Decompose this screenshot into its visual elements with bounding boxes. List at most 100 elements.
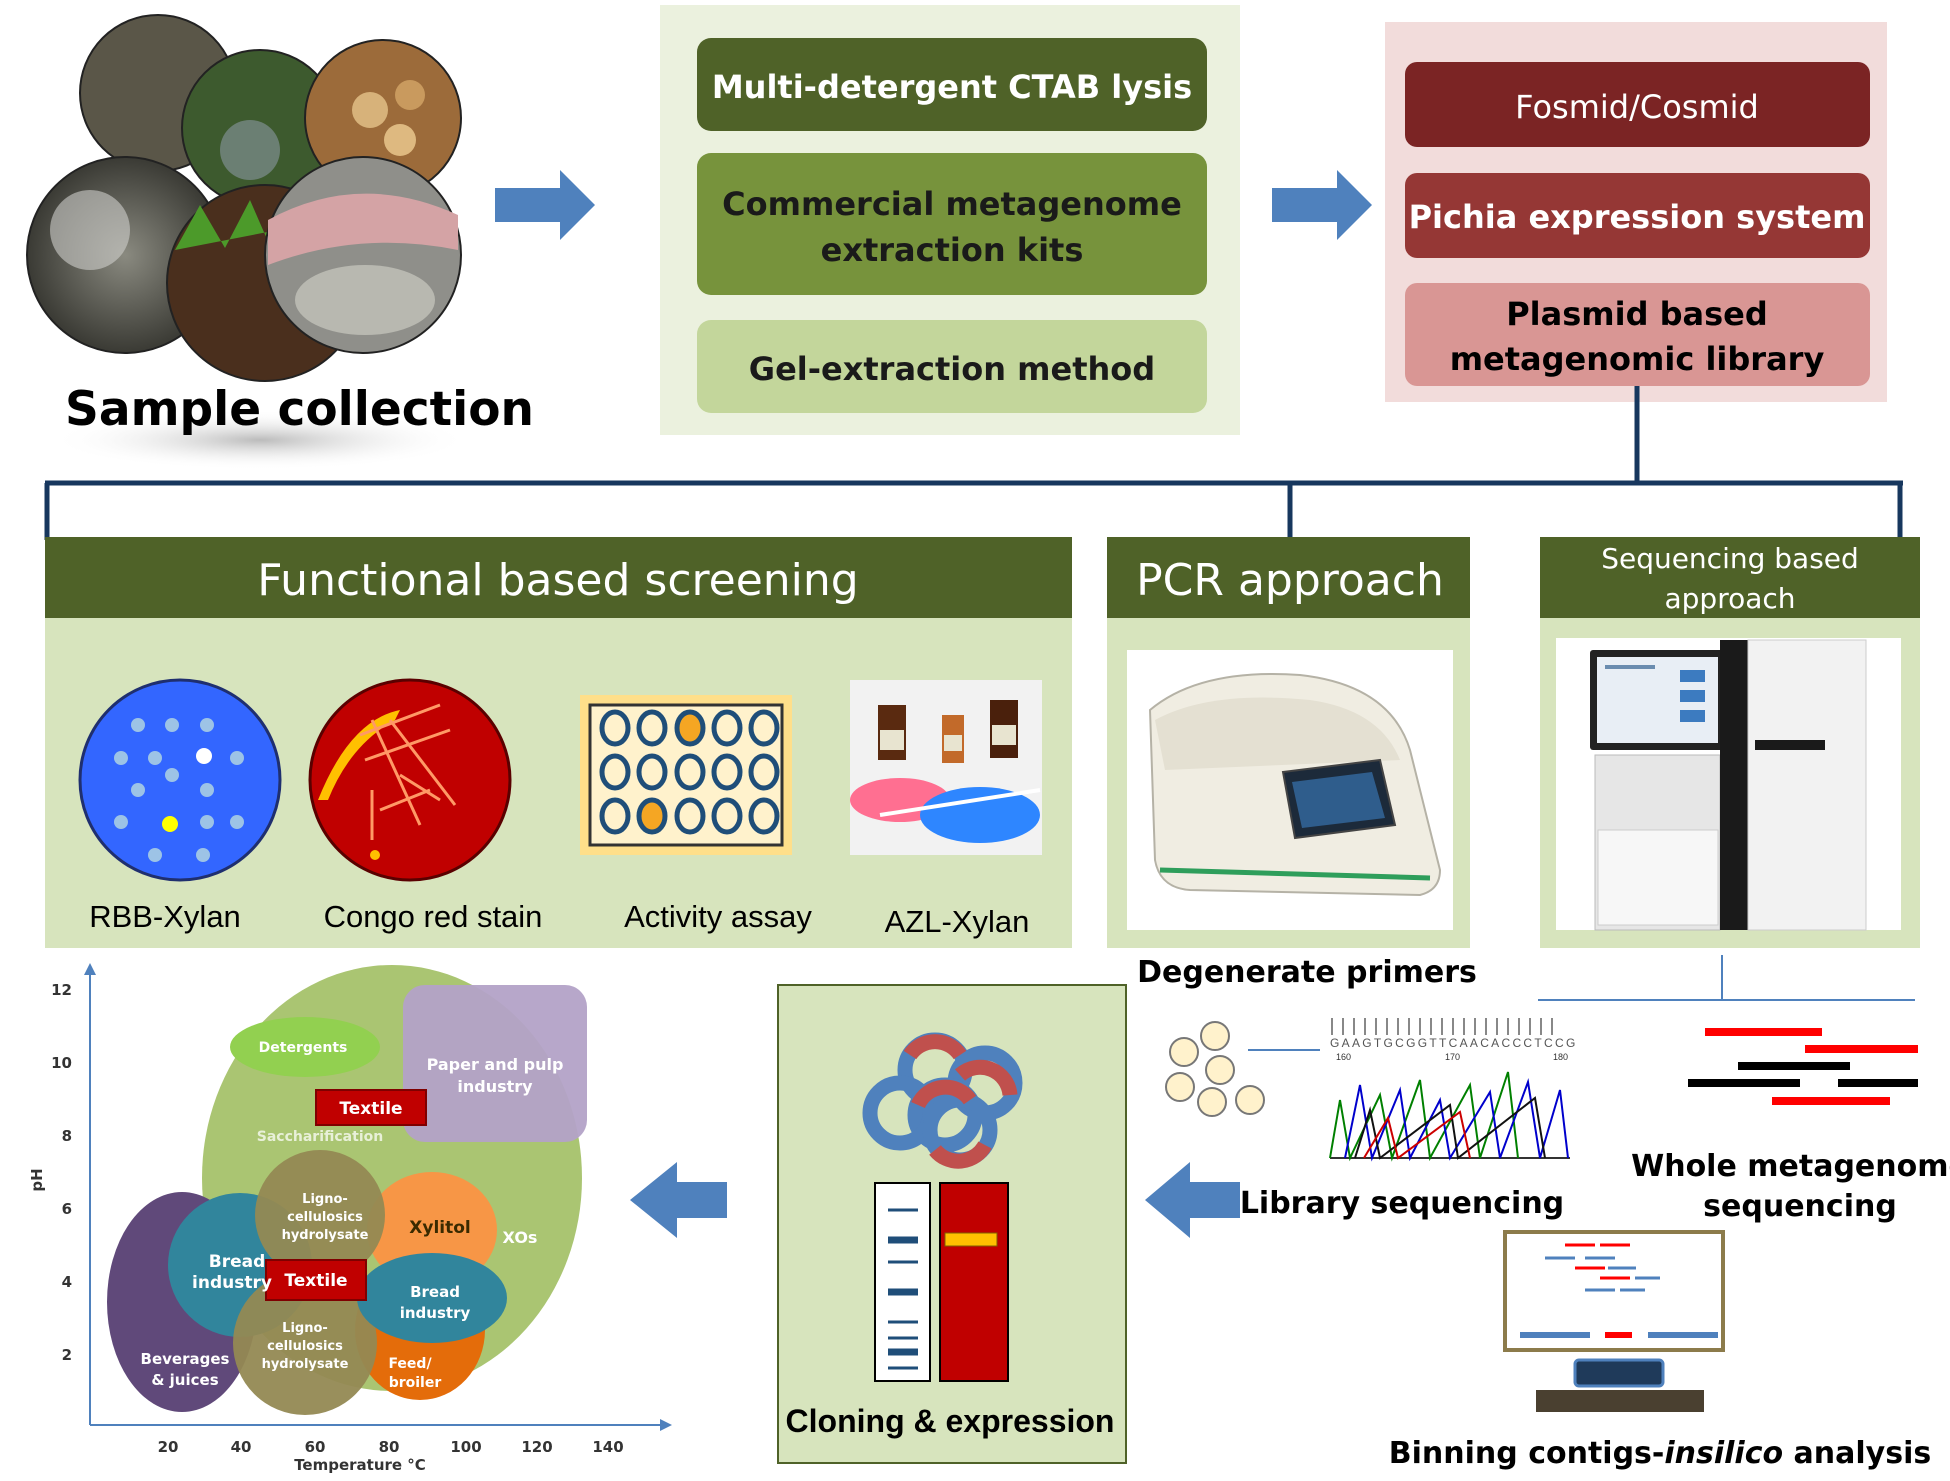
ligno-bubble-top <box>255 1150 385 1280</box>
library-plasmid <box>1405 283 1870 386</box>
xos-label: XOs <box>503 1228 538 1247</box>
pcr-title: PCR approach <box>1136 555 1444 606</box>
textile-badge-bottom <box>265 1259 367 1301</box>
activity-assay-plate <box>580 695 792 855</box>
method-gel-extraction-label: Gel-extraction method <box>749 350 1155 388</box>
x-tick-60: 60 <box>305 1438 326 1456</box>
y-tick-12: 12 <box>51 981 72 999</box>
y-axis-label: pH <box>28 1168 46 1191</box>
y-tick-2: 2 <box>62 1346 72 1364</box>
y-tick-4: 4 <box>62 1273 72 1291</box>
pcr-panel: PCR approach <box>1107 537 1470 948</box>
gel-image <box>874 1182 1009 1382</box>
ligno-top-label-line2: cellulosics <box>287 1210 363 1225</box>
extraction-panel: Multi-detergent CTAB lysis Commercial me… <box>660 5 1240 435</box>
sequencing-header <box>1540 537 1920 618</box>
y-ticks: 2 4 6 8 10 12 <box>51 981 72 1364</box>
library-fosmid-cosmid <box>1405 62 1870 147</box>
method-ctab-lysis <box>697 38 1207 131</box>
beverages-label-line2: & juices <box>151 1371 218 1389</box>
x-tick-40: 40 <box>231 1438 252 1456</box>
flow-arrow-1 <box>495 170 595 240</box>
thermocycler-image <box>1148 673 1442 897</box>
bread-right-label-line1: Bread <box>410 1283 460 1301</box>
x-tick-140: 140 <box>592 1438 623 1456</box>
textile-label-bottom: Textile <box>284 1271 347 1291</box>
detergents-bubble <box>230 1017 380 1077</box>
library-pichia <box>1405 173 1870 258</box>
ligno-top-label-line3: hydrolysate <box>282 1228 369 1243</box>
whole-metagenome-label-line2: sequencing <box>1703 1189 1897 1224</box>
library-colonies <box>1165 1021 1265 1117</box>
sample-collection: Sample collection <box>26 14 534 470</box>
functional-screening-header <box>45 537 1072 618</box>
congo-red-plate <box>308 678 512 882</box>
library-panel: Fosmid/Cosmid Pichia expression system P… <box>1385 22 1887 402</box>
chromatogram-tick-160: 160 <box>1336 1052 1351 1062</box>
y-tick-10: 10 <box>51 1054 72 1072</box>
binning-label: Binning contigs-insilico analysis <box>1389 1436 1931 1471</box>
binning-computer <box>1503 1230 1725 1412</box>
method-gel-extraction <box>697 320 1207 413</box>
method-commercial-kits-label-line1: Commercial metagenome <box>722 185 1182 223</box>
flow-arrow-3 <box>1145 1162 1240 1238</box>
binning-label-italic: insilico <box>1664 1436 1783 1471</box>
xylitol-label: Xylitol <box>409 1218 470 1238</box>
library-plasmid-label-line1: Plasmid based <box>1506 295 1768 333</box>
bread-left-label-line2: industry <box>192 1273 272 1293</box>
y-tick-8: 8 <box>62 1127 72 1145</box>
chromatogram-sequence: GAAGTGCGGTTCAACACCCTCCG <box>1330 1036 1578 1050</box>
functional-screening-title: Functional based screening <box>257 555 858 606</box>
x-tick-80: 80 <box>379 1438 400 1456</box>
cloning-panel: Cloning & expression <box>777 984 1127 1464</box>
library-sequencing-label: Library sequencing <box>1240 1186 1564 1221</box>
paper-pulp-label-line1: Paper and pulp <box>427 1055 564 1074</box>
sequencing-branch-lines <box>1248 955 1915 1051</box>
detergents-label: Detergents <box>259 1040 348 1056</box>
flow-arrow-2 <box>1272 170 1372 240</box>
congo-red-label: Congo red stain <box>324 899 543 934</box>
feed-label-line1: Feed/ <box>388 1356 432 1372</box>
branch-connector <box>44 386 1903 540</box>
x-tick-100: 100 <box>450 1438 481 1456</box>
y-tick-6: 6 <box>62 1200 72 1218</box>
functional-screening-panel: Functional based screening RBB-Xylan <box>45 537 1072 948</box>
bread-right-label-line2: industry <box>400 1304 471 1322</box>
cloning-expression-label: Cloning & expression <box>786 1403 1115 1439</box>
plasmid-rings <box>862 1032 1023 1169</box>
flow-arrow-4 <box>630 1162 727 1238</box>
ligno-bubble-bottom <box>233 1271 377 1415</box>
x-tick-120: 120 <box>521 1438 552 1456</box>
library-plasmid-label-line2: metagenomic library <box>1450 340 1825 378</box>
paper-pulp-bubble <box>403 985 587 1142</box>
textile-badge-top <box>315 1089 427 1126</box>
binning-label-suffix: analysis <box>1783 1436 1931 1471</box>
chromatogram: GAAGTGCGGTTCAACACCCTCCG 160 170 180 <box>1329 1018 1578 1162</box>
textile-label-top: Textile <box>339 1099 402 1119</box>
feed-label-line2: broiler <box>389 1375 442 1391</box>
x-axis-label: Temperature °C <box>294 1456 426 1474</box>
ligno-bottom-label-line2: cellulosics <box>267 1339 343 1354</box>
method-commercial-kits-label-line2: extraction kits <box>821 231 1084 269</box>
library-pichia-label: Pichia expression system <box>1409 198 1866 236</box>
beverages-label-line1: Beverages <box>141 1350 230 1368</box>
binning-label-prefix: Binning contigs- <box>1389 1436 1665 1471</box>
bread-left-label-line1: Bread <box>209 1252 266 1272</box>
activity-assay-label: Activity assay <box>624 899 812 934</box>
whole-metagenome-label-line1: Whole metagenome <box>1631 1149 1950 1184</box>
chromatogram-tick-170: 170 <box>1445 1052 1460 1062</box>
method-commercial-kits <box>697 153 1207 295</box>
sequencing-title-line2: approach <box>1664 582 1795 615</box>
rbb-xylan-label: RBB-Xylan <box>89 899 241 934</box>
sequencing-title-line1: Sequencing based <box>1601 542 1859 575</box>
ligno-top-label-line1: Ligno- <box>302 1192 348 1207</box>
ligno-bottom-label-line1: Ligno- <box>282 1321 328 1336</box>
rbb-xylan-plate <box>78 678 282 882</box>
x-tick-20: 20 <box>158 1438 179 1456</box>
pcr-header <box>1107 537 1470 618</box>
applications-chart: pH Temperature °C 2 4 6 8 10 12 20 40 60… <box>28 963 672 1474</box>
saccharification-label: Saccharification <box>257 1129 383 1145</box>
ligno-bottom-label-line3: hydrolysate <box>262 1357 349 1372</box>
sequencing-panel: Sequencing based approach <box>1540 537 1920 948</box>
